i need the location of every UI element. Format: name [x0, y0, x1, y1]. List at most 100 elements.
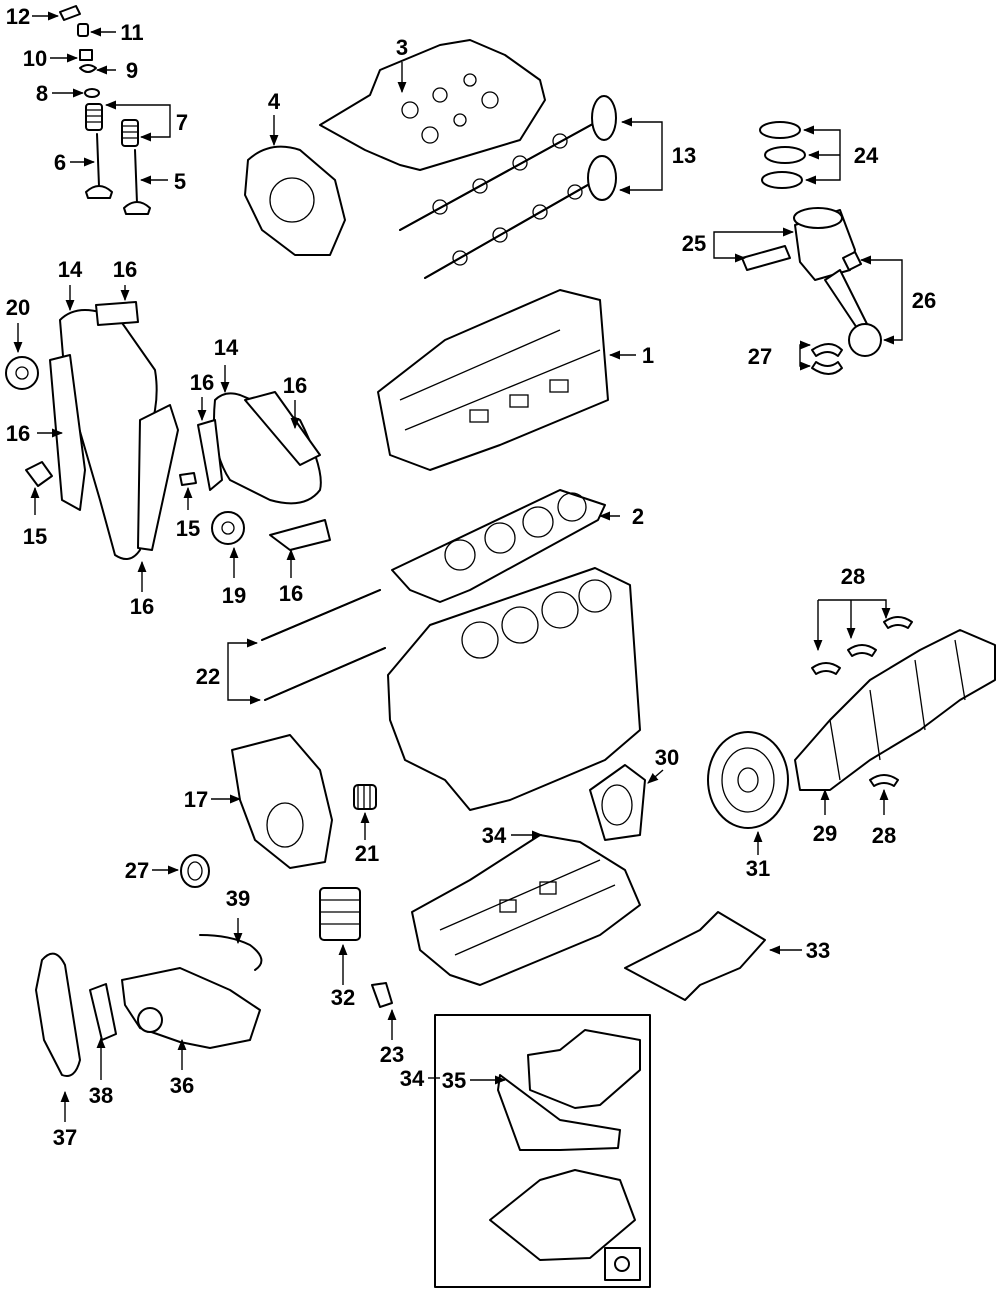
part-34-upper-oil-pan-icon: [411, 834, 641, 986]
part-16-guide-c-icon: [269, 519, 331, 551]
part-38-tensioner-icon: [89, 983, 117, 1041]
part-1-cylinder-head-icon: [377, 289, 609, 471]
part-34-inset-pan-upper-icon: [527, 1029, 641, 1109]
engine-block-icon: [387, 567, 641, 811]
part-23-piston-rings-icon: [759, 121, 806, 189]
callout-24: 25: [682, 231, 706, 256]
part-12-icon: [59, 5, 81, 21]
part-17-front-cover-icon: [231, 734, 333, 869]
part-36-oil-pump-icon: [121, 967, 261, 1049]
callout-16-b: 16: [283, 373, 307, 398]
callout-19: 20: [6, 295, 30, 320]
callout-33: 33: [806, 938, 830, 963]
callout-23: 24: [854, 143, 879, 168]
valve-train-parts: [59, 5, 151, 215]
callout-38: 38: [89, 1083, 113, 1108]
part-3-valve-cover-icon: [319, 39, 546, 171]
callout-2: 2: [632, 504, 644, 529]
part-22-sensor-icon: [371, 982, 393, 1008]
part-35-gasket-icon: [497, 1074, 621, 1151]
callout-14-left: 14: [58, 257, 83, 282]
part-25-connecting-rod-icon: [824, 251, 882, 357]
callout-34-inset: 34: [400, 1066, 425, 1091]
callout-36: 36: [170, 1073, 194, 1098]
callout-5: 5: [174, 169, 186, 194]
part-37-belt-icon: [35, 952, 81, 1077]
part-19-sprocket-icon: [5, 356, 39, 390]
drain-plug-icon: [614, 1256, 630, 1272]
part-14-timing-chain-icon: [59, 309, 158, 560]
callout-11: 11: [120, 20, 143, 45]
callout-13: 13: [672, 143, 696, 168]
part-15-bolt-icon: [179, 472, 197, 486]
part-16-guide-b-icon: [244, 391, 321, 466]
part-32-oil-cooler-icon: [319, 887, 361, 941]
part-5-valve-icon: [123, 149, 151, 215]
callout-17: 17: [184, 787, 208, 812]
callout-8: 8: [36, 81, 48, 106]
part-31-pulley-icon: [707, 731, 789, 829]
callout-16-c: 16: [279, 581, 303, 606]
callout-28-bottom: 28: [872, 823, 896, 848]
drain-plug-inset-frame: [604, 1247, 641, 1281]
part-9-icon: [79, 64, 97, 73]
part-16-guide-a-icon: [197, 419, 223, 491]
part-6-valve-icon: [85, 133, 113, 199]
part-28-bearings-icon: [811, 616, 913, 787]
callout-12: 12: [6, 4, 30, 29]
callout-25: 26: [912, 288, 936, 313]
part-20-gear-icon: [353, 784, 377, 810]
part-10-icon: [79, 49, 93, 61]
part-15-tensioner-icon: [25, 461, 53, 487]
callout-30: 30: [655, 745, 679, 770]
callout-39: 39: [226, 886, 250, 911]
callout-10: 10: [23, 46, 47, 71]
callout-18: 19: [222, 583, 246, 608]
callout-16-a: 16: [190, 370, 214, 395]
callout-28-top: 28: [841, 564, 865, 589]
part-4-timing-cover-icon: [244, 145, 346, 256]
callout-3: 3: [396, 35, 408, 60]
part-34-inset-oil-pan-icon: [489, 1169, 636, 1261]
callout-31: 31: [746, 856, 770, 881]
oil-pan-inset-frame: [434, 1014, 651, 1288]
callout-4: 4: [268, 89, 281, 114]
part-7-springs-icon: [85, 103, 139, 147]
callout-1: 1: [642, 343, 654, 368]
callout-14-right: 14: [214, 335, 239, 360]
callout-16-bottom: 16: [130, 594, 154, 619]
callout-15-left: 15: [23, 524, 47, 549]
callout-labels: 12 11 10 9 8 7 6 5 3 4 13 24 25 26 27 1 …: [6, 4, 936, 1150]
callout-16-top: 16: [113, 257, 137, 282]
part-16-guide-top-icon: [95, 301, 139, 326]
part-24-piston-icon: [741, 207, 856, 281]
part-30-seal-icon: [589, 764, 646, 841]
callout-37: 37: [53, 1125, 77, 1150]
part-18-sprocket-icon: [211, 511, 245, 545]
part-16-guide-left-icon: [49, 354, 86, 511]
callout-22: 23: [380, 1042, 404, 1067]
callout-20: 21: [355, 841, 379, 866]
part-26-bearing-icon: [811, 343, 843, 375]
callout-7: 7: [176, 110, 188, 135]
part-16-guide-right-icon: [137, 404, 179, 551]
part-27-seal-icon: [180, 854, 210, 888]
part-8-icon: [84, 88, 100, 98]
callout-16-left: 16: [6, 421, 30, 446]
part-21-balance-shafts-icon: [261, 589, 386, 701]
callout-26: 27: [748, 344, 772, 369]
callout-9: 9: [126, 58, 138, 83]
part-29-crankshaft-icon: [794, 629, 996, 791]
part-2-head-gasket-icon: [391, 489, 606, 603]
part-33-windage-tray-icon: [624, 911, 766, 1001]
callout-6: 6: [54, 150, 66, 175]
callout-27: 27: [125, 858, 149, 883]
part-13-camshafts-icon: [399, 95, 617, 279]
callout-34-upper: 34: [482, 823, 507, 848]
callout-35: 35: [442, 1068, 466, 1093]
part-3-holes: [401, 73, 499, 144]
callout-21: 22: [196, 664, 220, 689]
callout-32: 32: [331, 985, 355, 1010]
